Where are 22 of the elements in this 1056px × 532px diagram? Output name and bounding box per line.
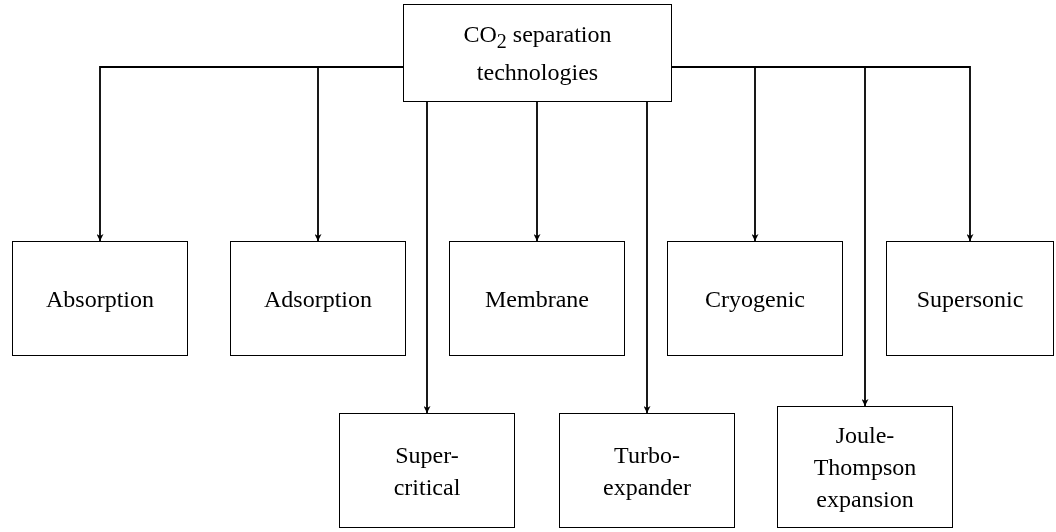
category-box — [667, 241, 843, 356]
category-box — [777, 406, 953, 528]
category-box — [886, 241, 1054, 356]
category-box — [449, 241, 625, 356]
node-label: CO$_{2}$ separation technologies — [462, 19, 613, 88]
node-label: Supersonic — [916, 284, 1024, 314]
node-label: Cryogenic — [705, 284, 805, 314]
node-label: Super- critical — [392, 440, 462, 502]
node-label: Adsorption — [264, 284, 372, 314]
category-box — [559, 413, 735, 528]
category-box — [230, 241, 406, 356]
node-label: Turbo- expander — [602, 440, 692, 502]
category-box — [339, 413, 515, 528]
category-box — [12, 241, 188, 356]
root-box — [403, 4, 672, 102]
node-label: Absorption — [46, 284, 154, 314]
arrow — [533, 101, 541, 242]
node-label: Membrane — [485, 284, 589, 314]
node-label: Joule- Thompson expansion — [812, 421, 918, 514]
arrow — [643, 101, 651, 414]
arrow — [423, 101, 431, 414]
arrow — [314, 66, 404, 242]
